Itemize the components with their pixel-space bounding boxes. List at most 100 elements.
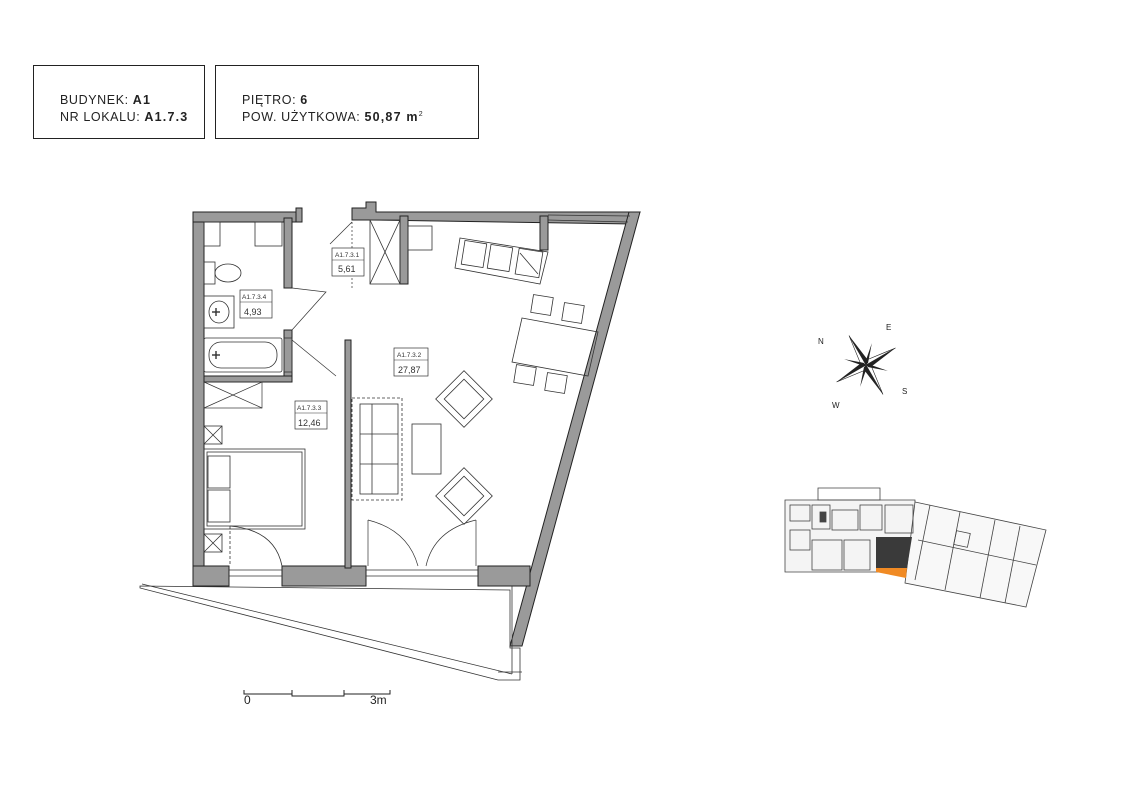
coffee-table [411, 423, 442, 475]
building-line: BUDYNEK: A1 [60, 93, 151, 107]
kitchen-counter [454, 237, 549, 285]
room-code: A1.7.3.3 [297, 405, 322, 412]
fridge [369, 219, 401, 285]
building-info-box: BUDYNEK: A1 NR LOKALU: A1.7.3 [33, 65, 205, 139]
scale-bar-line [243, 690, 391, 697]
building-value: A1 [132, 93, 152, 107]
floor-line: PIĘTRO: 6 [242, 93, 308, 107]
room-area: 12,46 [298, 418, 321, 428]
wall-bath-bottom [203, 375, 293, 383]
bath-shaft [203, 221, 221, 247]
bed [203, 448, 306, 530]
chair [530, 294, 554, 316]
chair [544, 372, 568, 394]
scale-bar [243, 690, 391, 697]
scale-end: 3m [370, 693, 387, 707]
unit-label: NR LOKALU: [60, 110, 141, 124]
wall-left [192, 211, 205, 587]
wall-top-living [351, 201, 641, 225]
bathtub [203, 337, 283, 373]
walls [192, 201, 641, 647]
room-code: A1.7.3.1 [335, 252, 360, 259]
bath-door [291, 287, 327, 331]
unit-line: NR LOKALU: A1.7.3 [60, 110, 188, 124]
room-tag-2: A1.7.3.2 27,87 [393, 347, 429, 377]
area-line: POW. UŻYTKOWA: 50,87 m2 [242, 110, 423, 124]
dishwasher [514, 247, 544, 279]
floor-info-box: PIĘTRO: 6 POW. UŻYTKOWA: 50,87 m2 [215, 65, 479, 139]
bathtub-inner [208, 341, 278, 369]
compass-n: N [818, 337, 824, 346]
pillow [207, 489, 231, 523]
balcony-slab [139, 585, 521, 681]
compass-e: E [886, 323, 891, 332]
key-plan [784, 487, 1047, 608]
hall-doors [291, 221, 353, 377]
wall-bath-right-upper [283, 217, 293, 289]
wall-bath-right-lower [283, 329, 293, 381]
dining-table [511, 317, 599, 377]
wall-bottom-3 [477, 565, 531, 587]
area-label: POW. UŻYTKOWA: [242, 110, 361, 124]
cooktop [486, 243, 514, 273]
floor-value: 6 [300, 93, 309, 107]
washbasin [203, 295, 235, 329]
wall-top-bath-end [295, 207, 303, 223]
key-plan-balcony-highlight [876, 568, 907, 578]
nightstand [203, 533, 223, 553]
hall-door-leaf [291, 339, 337, 377]
wall-bedroom-living [344, 339, 352, 569]
wall-kitchen-pillar [399, 215, 409, 285]
room-tag-1: A1.7.3.1 5,61 [331, 247, 365, 277]
pillow [207, 455, 231, 489]
compass-rose-icon [836, 335, 896, 395]
room-area: 4,93 [244, 307, 262, 317]
bedroom-furniture [203, 425, 306, 567]
armchair-bottom [435, 467, 493, 525]
living-furniture [351, 370, 493, 525]
chair [561, 302, 585, 324]
room-code: A1.7.3.4 [242, 294, 267, 301]
wc-bowl-icon [214, 263, 242, 283]
room-area: 5,61 [338, 264, 356, 274]
bath-door-swing [291, 287, 327, 331]
wc-tank [203, 261, 216, 285]
wardrobe-box [203, 381, 263, 409]
wall-bottom-1 [192, 565, 230, 587]
room-tag-4: A1.7.3.4 4,93 [239, 289, 273, 319]
compass-s: S [902, 387, 907, 396]
compass-w: W [832, 401, 840, 410]
kitchen [369, 219, 549, 285]
room-tag-3: A1.7.3.3 12,46 [294, 400, 328, 430]
balcony-doors [367, 519, 477, 567]
room-area: 27,87 [398, 365, 421, 375]
sofa [359, 403, 399, 495]
chair [513, 364, 537, 386]
nightstand [203, 425, 223, 445]
washing-machine [254, 221, 283, 247]
sofa-outline [351, 397, 403, 501]
room-code: A1.7.3.2 [397, 352, 422, 359]
scale-start: 0 [244, 693, 251, 707]
washbasin-bowl-icon [208, 300, 230, 324]
bedroom-balcony-door-swing [229, 525, 283, 567]
sink [460, 239, 488, 269]
wall-bottom-2 [281, 565, 367, 587]
bathroom-fixtures [203, 221, 293, 373]
building-label: BUDYNEK: [60, 93, 129, 107]
wardrobe [203, 381, 263, 409]
area-value: 50,87 m [364, 110, 419, 124]
floor-label: PIĘTRO: [242, 93, 297, 107]
dining-set [511, 294, 599, 394]
key-plan-unit-highlight [876, 537, 912, 568]
bath-niche [283, 337, 293, 373]
kitchen-cabinet [407, 225, 433, 251]
wall-kitchen-window-pillar [539, 215, 549, 251]
armchair-top [435, 370, 493, 428]
windows [229, 214, 631, 577]
unit-value: A1.7.3 [144, 110, 189, 124]
balcony [139, 583, 522, 681]
area-unit-sup: 2 [418, 110, 424, 118]
wall-right-slanted [509, 211, 641, 647]
